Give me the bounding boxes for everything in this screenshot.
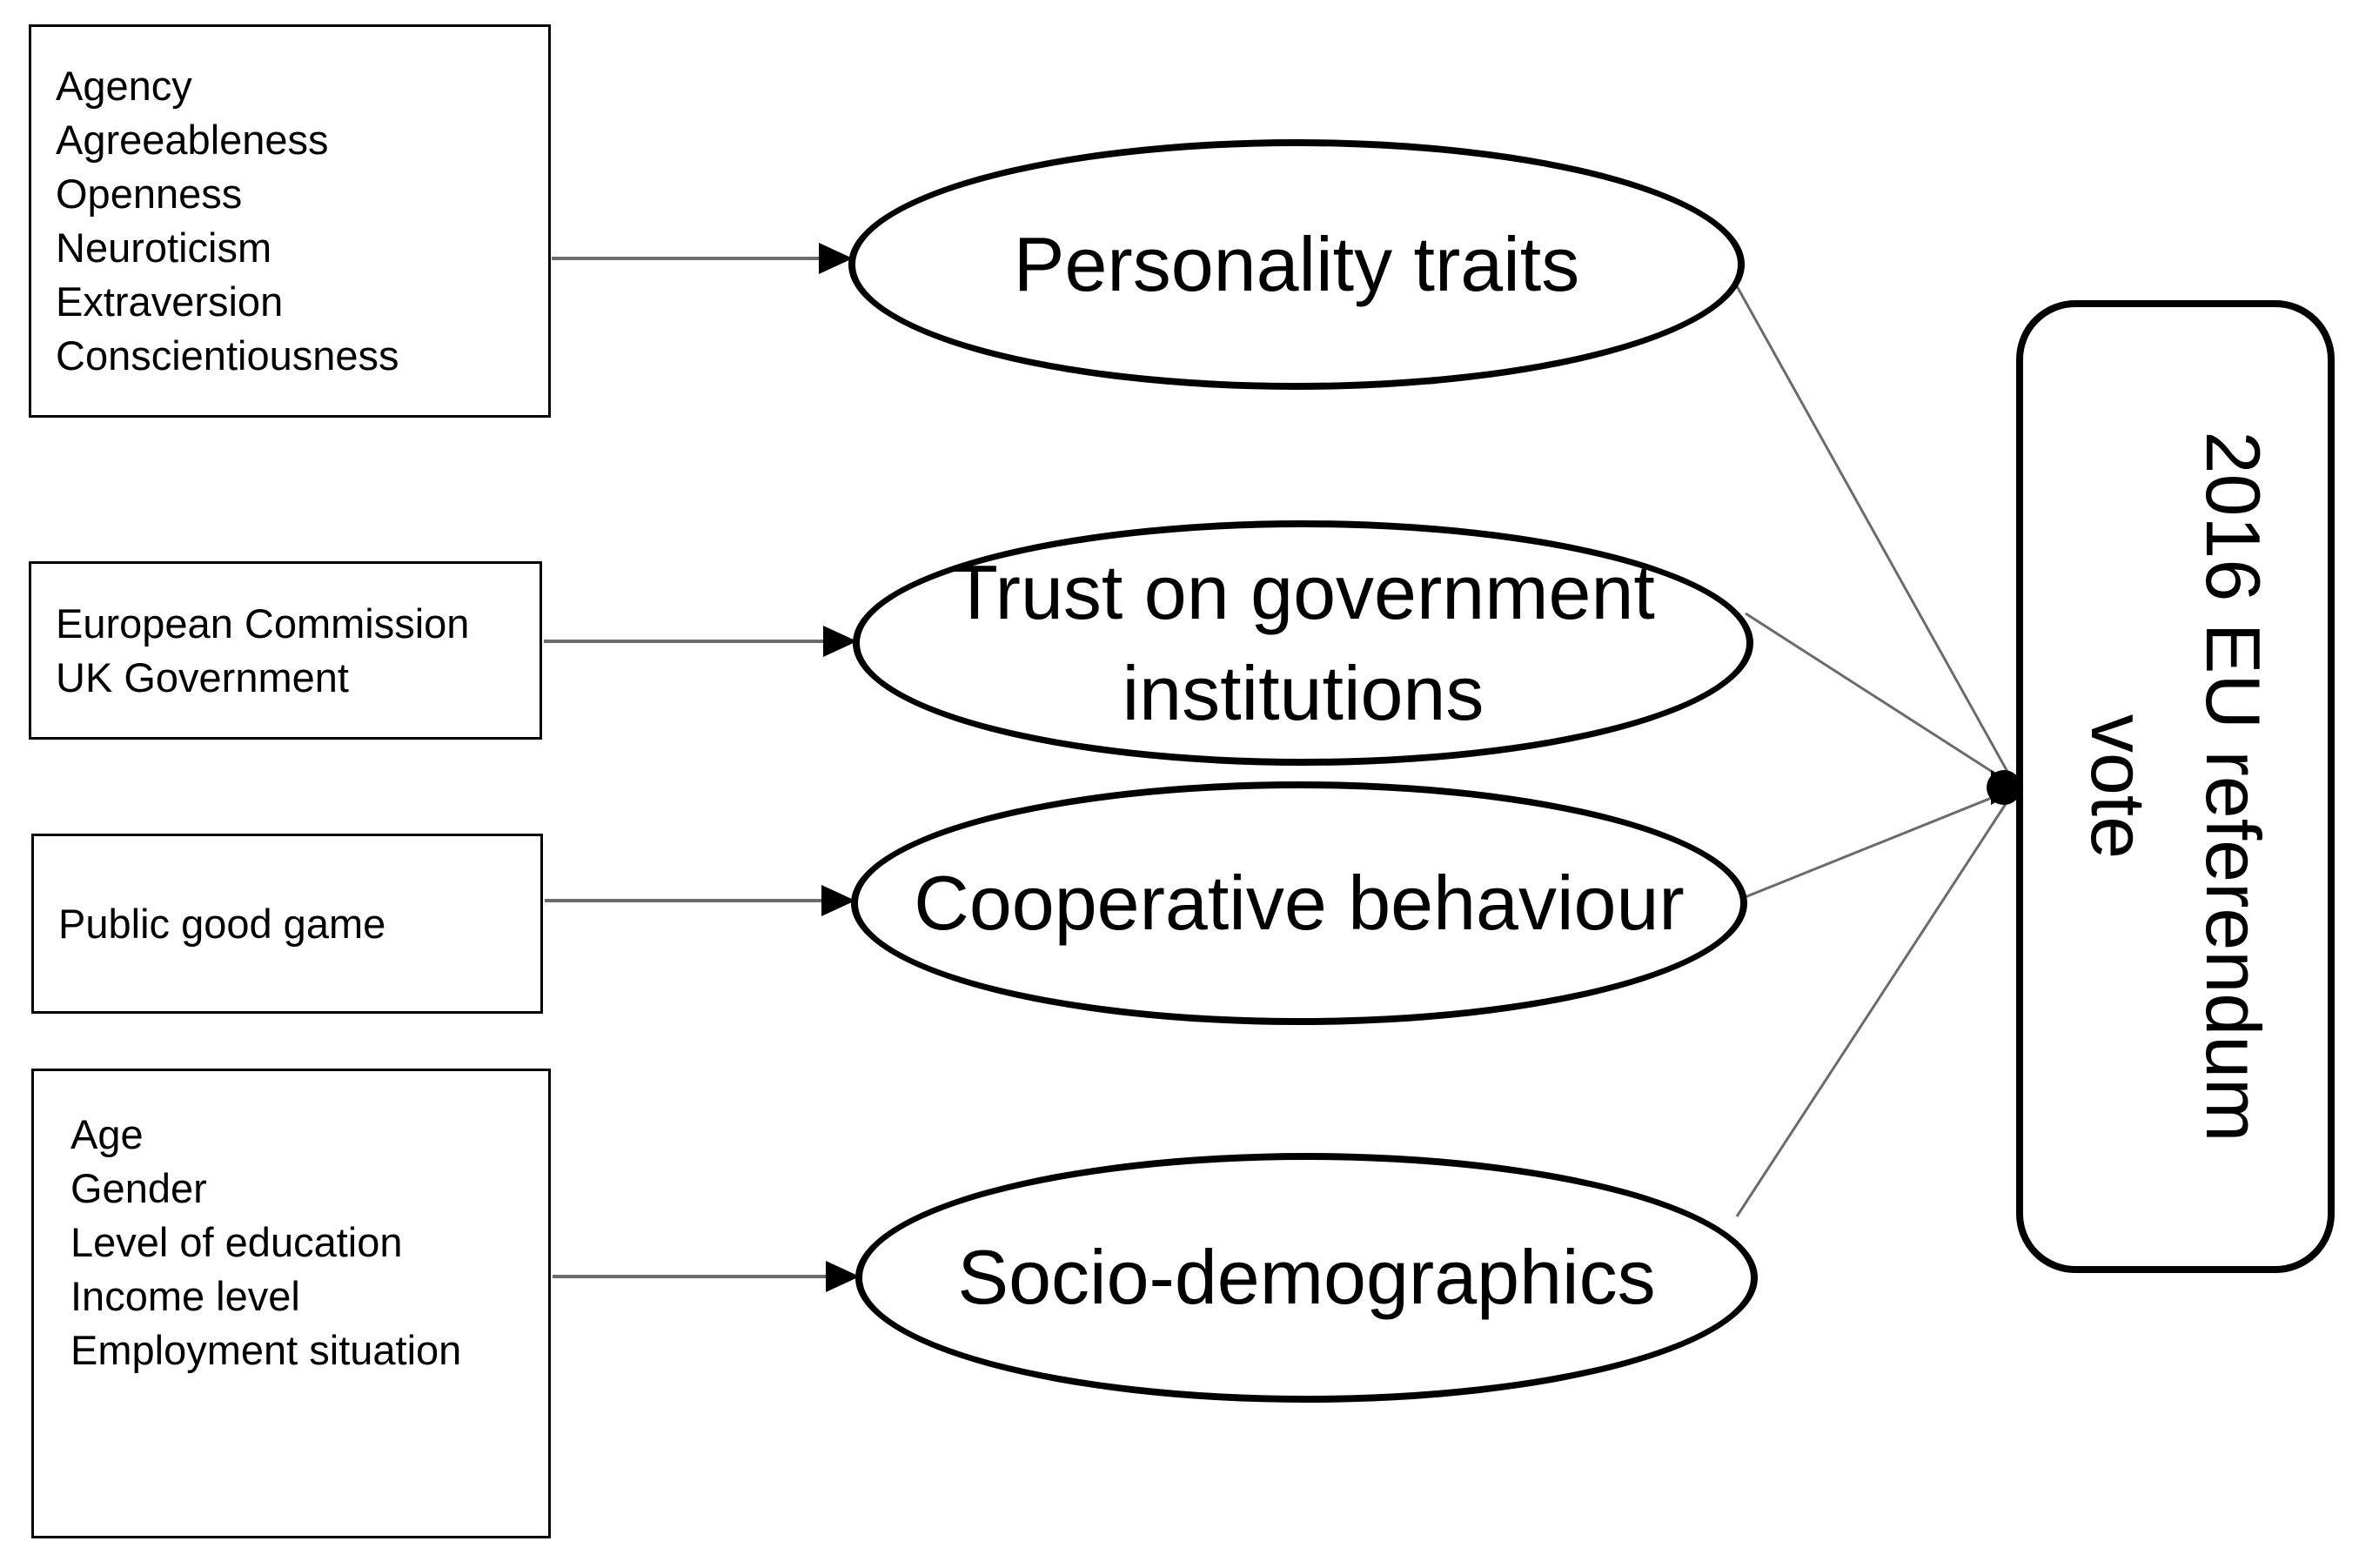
input-item: Income level xyxy=(70,1273,300,1319)
input-box-sociodemographics: Age Gender Level of education Income lev… xyxy=(31,1069,551,1538)
input-item: Agency xyxy=(56,63,192,109)
convergence-arrowhead-icon xyxy=(1991,770,2023,805)
path-cooperation-to-outcome xyxy=(1742,787,2016,900)
input-box-personality: Agency Agreeableness Openness Neuroticis… xyxy=(29,24,551,418)
input-item: Employment situation xyxy=(70,1327,462,1373)
node-cooperative-behaviour: Cooperative behaviour xyxy=(851,781,1747,1025)
input-item: UK Government xyxy=(56,653,349,700)
node-label: Trust on government institutions xyxy=(951,548,1655,736)
node-socio-demographics: Socio-demographics xyxy=(855,1153,1758,1403)
input-item: Conscientiousness xyxy=(56,332,399,379)
input-item: Level of education xyxy=(70,1219,403,1265)
input-item: Age xyxy=(70,1111,144,1157)
node-label: Cooperative behaviour xyxy=(914,859,1685,946)
path-personality-to-outcome xyxy=(1730,276,2017,787)
node-trust-government-institutions: Trust on government institutions xyxy=(853,520,1753,766)
outcome-box-eu-referendum: 2016 EU referendum vote xyxy=(2016,300,2335,1273)
input-item: Openness xyxy=(56,171,243,217)
arrow-cooperation-head-icon xyxy=(821,885,855,916)
input-item: Neuroticism xyxy=(56,224,272,271)
node-label: Personality traits xyxy=(1013,220,1580,307)
arrow-socio-head-icon xyxy=(826,1261,860,1292)
input-item: Gender xyxy=(70,1165,207,1211)
input-item: Public good game xyxy=(58,900,386,947)
input-item: European Commission xyxy=(56,600,470,647)
input-box-cooperation: Public good game xyxy=(31,834,543,1014)
node-personality-traits: Personality traits xyxy=(848,139,1745,390)
input-item: Extraversion xyxy=(56,278,284,325)
path-socio-to-outcome xyxy=(1735,788,2017,1217)
input-box-trust: European Commission UK Government xyxy=(29,561,542,740)
arrow-personality-head-icon xyxy=(819,243,853,274)
input-item: Agreeableness xyxy=(56,117,329,163)
node-label: Socio-demographics xyxy=(957,1234,1656,1321)
path-trust-to-outcome xyxy=(1745,612,2016,788)
arrow-trust-head-icon xyxy=(823,626,857,657)
